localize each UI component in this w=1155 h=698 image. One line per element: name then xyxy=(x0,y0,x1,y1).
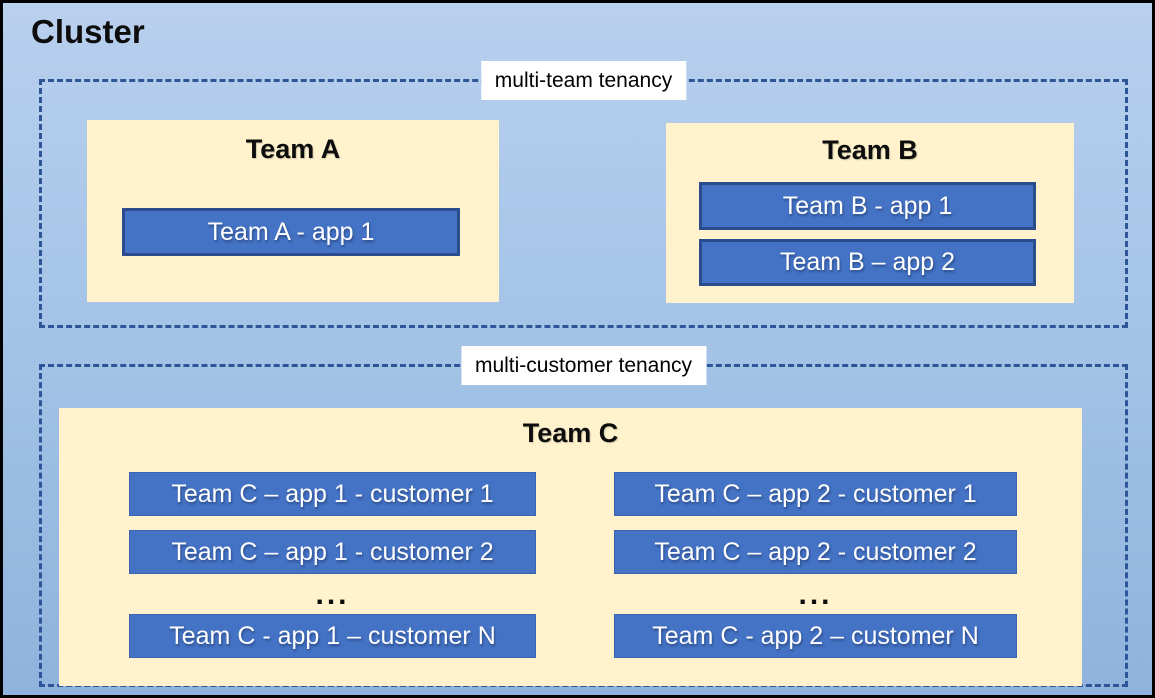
team-c-app-1-column: Team C – app 1 - customer 1 Team C – app… xyxy=(129,472,536,658)
team-b-panel: Team B Team B - app 1 Team B – app 2 xyxy=(666,123,1074,303)
team-c-app1-customer-1-box: Team C – app 1 - customer 1 xyxy=(129,472,536,516)
multi-customer-tenancy-label: multi-customer tenancy xyxy=(460,346,707,385)
team-b-app-1-box: Team B - app 1 xyxy=(699,182,1036,230)
multi-team-tenancy-label: multi-team tenancy xyxy=(480,61,687,100)
team-c-title: Team C xyxy=(522,418,619,448)
team-c-app2-customer-1-box: Team C – app 2 - customer 1 xyxy=(614,472,1017,516)
team-a-app-1-box: Team A - app 1 xyxy=(122,208,460,256)
team-c-app2-customer-2-box: Team C – app 2 - customer 2 xyxy=(614,530,1017,574)
team-a-title: Team A xyxy=(245,134,341,164)
team-c-app2-ellipsis: ... xyxy=(798,577,833,611)
team-c-app1-customer-2-box: Team C – app 1 - customer 2 xyxy=(129,530,536,574)
multi-customer-tenancy-region: multi-customer tenancy Team C Team C – a… xyxy=(39,346,1128,687)
team-c-app1-customer-n-box: Team C - app 1 – customer N xyxy=(129,614,536,658)
team-c-app1-ellipsis: ... xyxy=(315,577,350,611)
team-a-panel: Team A Team A - app 1 xyxy=(87,120,499,302)
team-b-app-2-box: Team B – app 2 xyxy=(699,239,1036,286)
cluster-title: Cluster xyxy=(31,13,145,50)
team-b-title: Team B xyxy=(822,135,918,165)
team-c-app2-customer-n-box: Team C - app 2 – customer N xyxy=(614,614,1017,658)
team-c-panel: Team C Team C – app 1 - customer 1 Team … xyxy=(59,408,1082,686)
team-c-app-2-column: Team C – app 2 - customer 1 Team C – app… xyxy=(614,472,1017,658)
multi-team-tenancy-region: multi-team tenancy Team A Team A - app 1… xyxy=(39,61,1128,328)
